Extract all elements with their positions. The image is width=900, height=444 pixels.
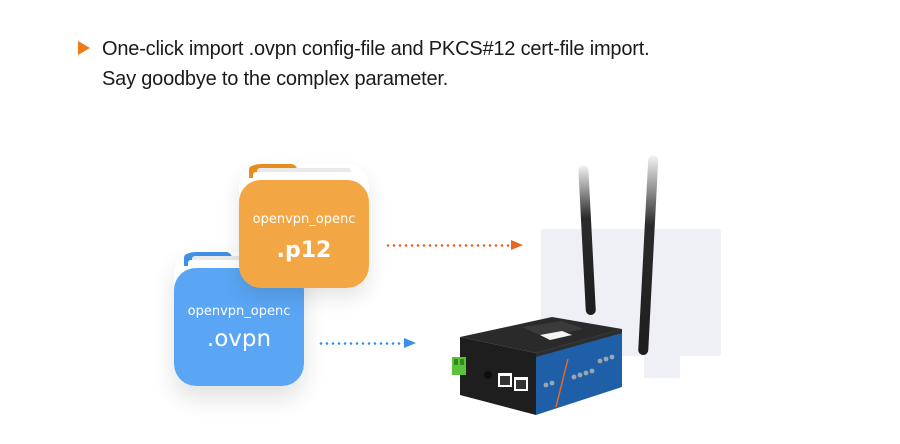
p12-file-name: openvpn_openc <box>252 212 356 227</box>
router-accent-stripe <box>555 358 569 408</box>
arrow-head-icon <box>404 338 416 348</box>
headline-line-2: Say goodbye to the complex parameter. <box>102 68 449 90</box>
triangle-bullet-icon <box>78 41 90 55</box>
router-leds <box>543 354 615 388</box>
headline-line-1: One-click import .ovpn config-file and P… <box>102 38 650 60</box>
arrow-p12-to-router <box>385 240 523 250</box>
arrow-head-icon <box>511 240 523 250</box>
ovpn-file-name: openvpn_openc <box>187 304 291 319</box>
monitor-stand <box>644 356 680 378</box>
p12-folder-icon: openvpn_openc .p12 <box>239 164 369 288</box>
router-label <box>540 331 572 340</box>
router-top-panel <box>522 321 584 337</box>
arrow-ovpn-to-router <box>318 338 416 348</box>
ovpn-file-extension: .ovpn <box>206 326 272 352</box>
power-jack <box>484 371 492 379</box>
router-icon <box>452 317 622 415</box>
p12-file-extension: .p12 <box>276 238 332 263</box>
